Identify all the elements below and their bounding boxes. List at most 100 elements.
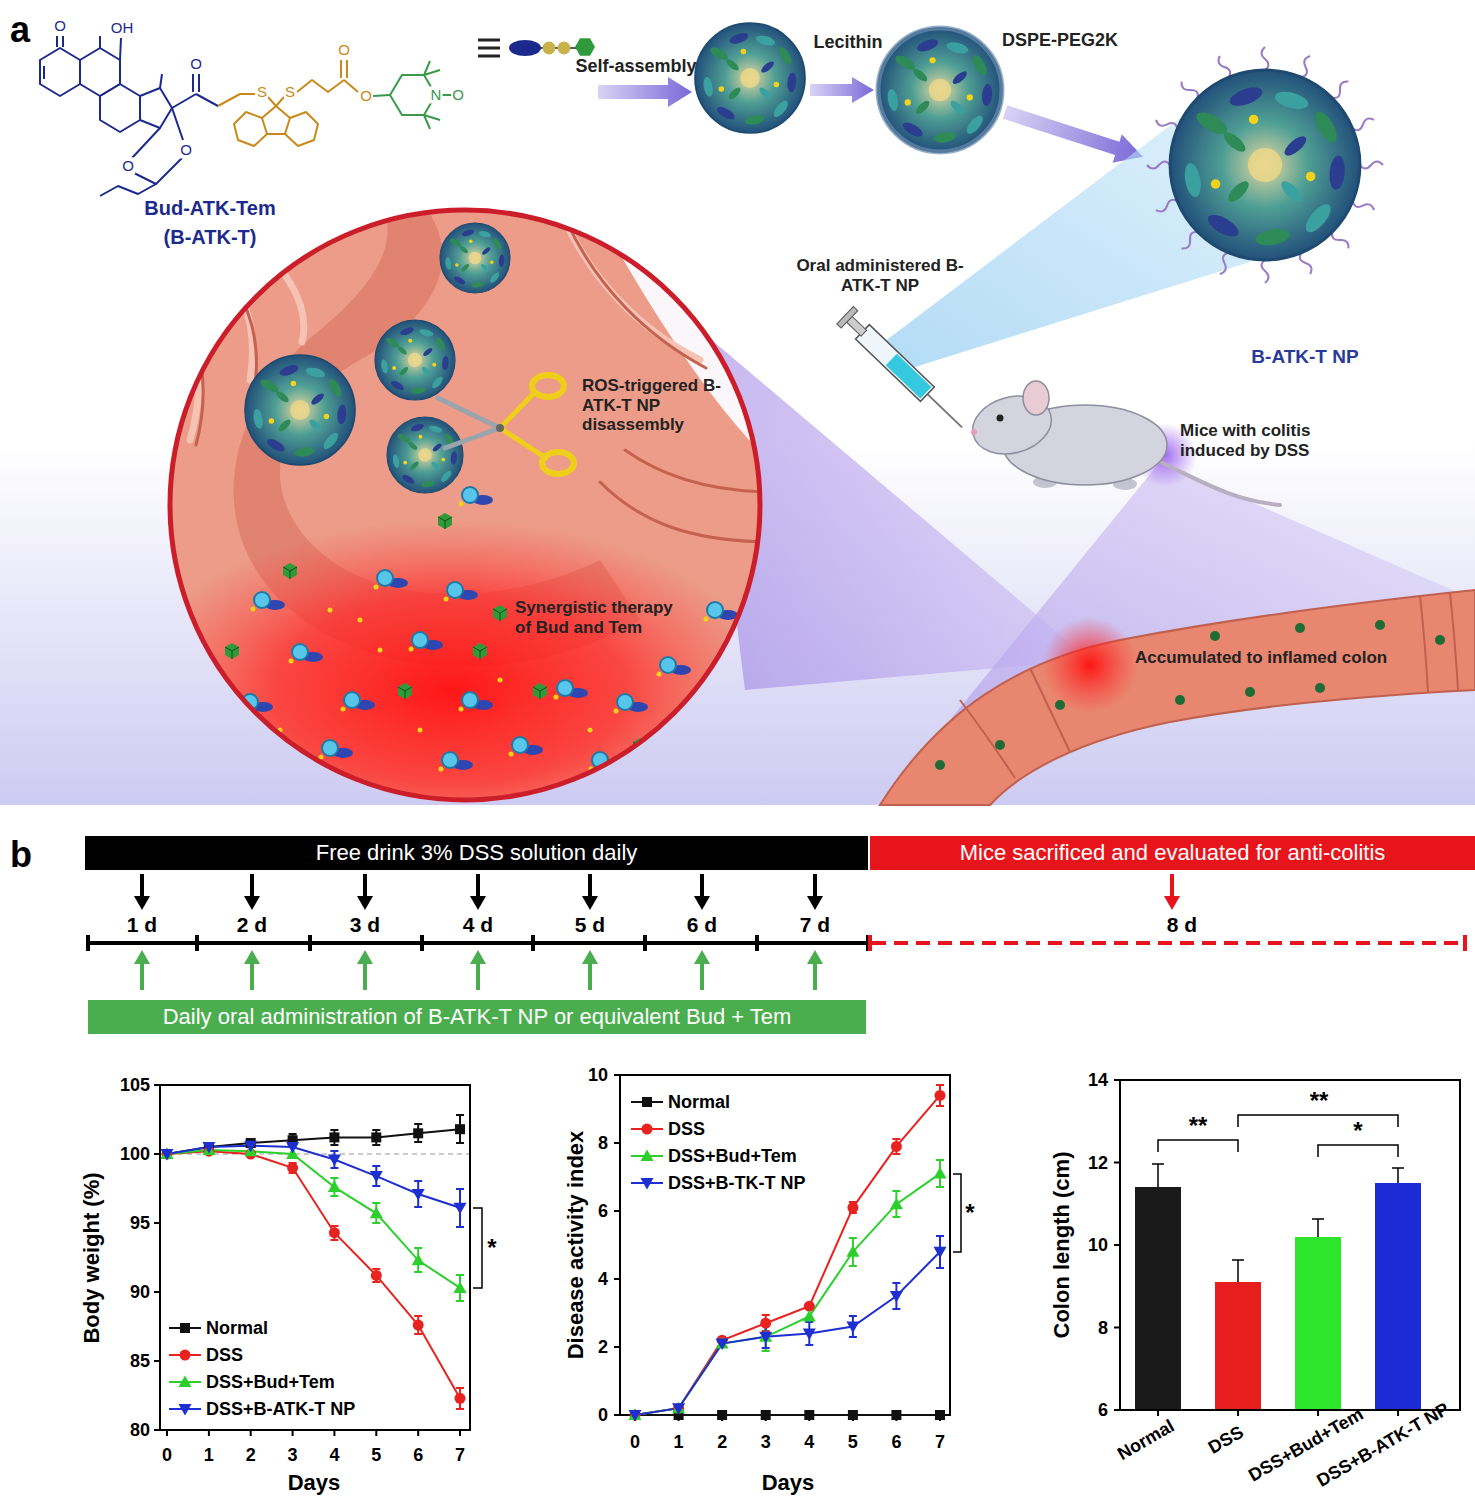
colon-illustration bbox=[1175, 695, 1185, 705]
peg-nanoparticle bbox=[1155, 117, 1179, 132]
legend-swatch bbox=[630, 1175, 664, 1191]
disease-activity-chart bbox=[847, 1202, 858, 1213]
timeline bbox=[807, 950, 823, 964]
magnified-colon bbox=[245, 355, 355, 465]
tick-label: 7 bbox=[935, 1432, 945, 1453]
colon-illustration bbox=[1245, 687, 1255, 697]
timeline bbox=[870, 935, 1465, 951]
disease-activity-chart bbox=[804, 1410, 814, 1420]
atom-label: O bbox=[359, 87, 373, 104]
disease-activity-chart bbox=[717, 1410, 727, 1420]
tick-label: 6 bbox=[598, 1201, 608, 1222]
colon-illustration bbox=[1210, 631, 1220, 641]
colon-illustration bbox=[935, 760, 945, 770]
colon-length-chart bbox=[1158, 1115, 1398, 1157]
day-label: 5 d bbox=[575, 913, 605, 937]
magnified-colon bbox=[439, 752, 474, 772]
magnified-colon bbox=[657, 657, 692, 677]
magnified-colon bbox=[418, 728, 423, 733]
timeline bbox=[582, 896, 598, 910]
magnified-colon bbox=[130, 520, 770, 860]
peg-nanoparticle bbox=[1351, 198, 1375, 213]
tick-label: 4 bbox=[804, 1432, 814, 1453]
day-label: 8 d bbox=[1167, 913, 1197, 937]
disease-activity-chart bbox=[803, 1328, 816, 1340]
chemical-structure bbox=[80, 48, 120, 96]
body-weight-chart bbox=[413, 1320, 424, 1331]
legend-swatch bbox=[168, 1347, 202, 1363]
disease-activity-chart bbox=[716, 1339, 729, 1351]
chemical-structure bbox=[57, 36, 63, 47]
timeline bbox=[244, 896, 260, 910]
category-label: Normal bbox=[1114, 1416, 1178, 1465]
axis-title: Disease activity index bbox=[563, 1131, 588, 1360]
compound-abbrev: (B-ATK-T) bbox=[164, 226, 257, 249]
tick-label: 3 bbox=[761, 1432, 771, 1453]
syringe bbox=[886, 354, 932, 399]
timeline bbox=[470, 950, 486, 964]
disease-activity-chart bbox=[848, 1410, 858, 1420]
body-weight-chart bbox=[413, 1128, 423, 1138]
atom-label: O bbox=[189, 55, 203, 72]
significance-mark: * bbox=[1353, 1119, 1362, 1143]
legend-marker bbox=[180, 1323, 190, 1333]
tick-label: 5 bbox=[848, 1432, 858, 1453]
legend-marker bbox=[179, 1376, 192, 1388]
magnified-colon bbox=[341, 692, 376, 712]
tick-label: 100 bbox=[120, 1144, 150, 1165]
legend-text: DSS+Bud+Tem bbox=[206, 1372, 335, 1393]
atom-label: OH bbox=[110, 19, 135, 36]
timeline-band: Daily oral administration of B-ATK-T NP … bbox=[88, 1000, 866, 1034]
body-weight-chart bbox=[371, 1270, 382, 1281]
disease-activity-chart bbox=[846, 1322, 859, 1334]
chemical-structure bbox=[262, 106, 290, 134]
timeline bbox=[88, 935, 868, 951]
scissors bbox=[542, 452, 574, 474]
legend-marker bbox=[641, 1178, 654, 1190]
chemical-structure bbox=[341, 60, 347, 78]
disease-activity-chart bbox=[673, 1403, 684, 1414]
tick-label: 85 bbox=[130, 1351, 150, 1372]
legend-swatch bbox=[630, 1148, 664, 1164]
nanoparticle-name: B-ATK-T NP bbox=[1251, 346, 1358, 368]
legend-text: DSS+B-TK-T NP bbox=[668, 1173, 806, 1194]
magnified-colon bbox=[374, 570, 409, 590]
disease-activity-chart bbox=[762, 1085, 944, 1331]
magnified-colon bbox=[180, 210, 775, 542]
chemical-structure bbox=[268, 97, 284, 106]
significance-mark: * bbox=[487, 1236, 496, 1260]
magnified-colon bbox=[473, 643, 487, 659]
panel-letter: a bbox=[10, 9, 30, 50]
step-label: DSPE-PEG2K bbox=[1002, 30, 1118, 51]
colon-length-chart bbox=[1215, 1282, 1261, 1410]
day-label: 1 d bbox=[127, 913, 157, 937]
magnified-colon bbox=[283, 563, 297, 579]
chemical-structure bbox=[140, 88, 172, 128]
colon-length-chart bbox=[1375, 1183, 1421, 1410]
timeline bbox=[694, 950, 710, 964]
colon-length-chart bbox=[1295, 1237, 1341, 1410]
body-weight-chart bbox=[455, 1393, 466, 1404]
magnified-colon bbox=[438, 513, 452, 529]
magnified-colon bbox=[387, 417, 463, 493]
atom-label: O bbox=[337, 41, 351, 58]
disease-activity-chart bbox=[630, 1410, 641, 1421]
process-arrow bbox=[598, 77, 1148, 171]
magnified-colon bbox=[590, 200, 790, 480]
peg-nanoparticle bbox=[1170, 70, 1360, 260]
body-weight-chart bbox=[370, 1207, 383, 1219]
chemical-structure bbox=[196, 94, 218, 106]
peg-nanoparticle bbox=[1147, 47, 1383, 283]
chemical-structure bbox=[285, 112, 318, 146]
disease-activity-chart bbox=[934, 1247, 947, 1259]
disease-activity-chart bbox=[759, 1332, 772, 1344]
axis-title: Days bbox=[762, 1470, 815, 1495]
legend-marker bbox=[179, 1404, 192, 1416]
tick-label: 1 bbox=[204, 1445, 214, 1466]
magnified-colon bbox=[533, 683, 547, 699]
tick-label: 5 bbox=[371, 1445, 381, 1466]
peg-nanoparticle bbox=[1217, 251, 1232, 275]
chemical-structure bbox=[344, 80, 358, 92]
timeline bbox=[134, 896, 150, 910]
step-label: Synergistic therapy of Bud and Tem bbox=[515, 598, 685, 637]
